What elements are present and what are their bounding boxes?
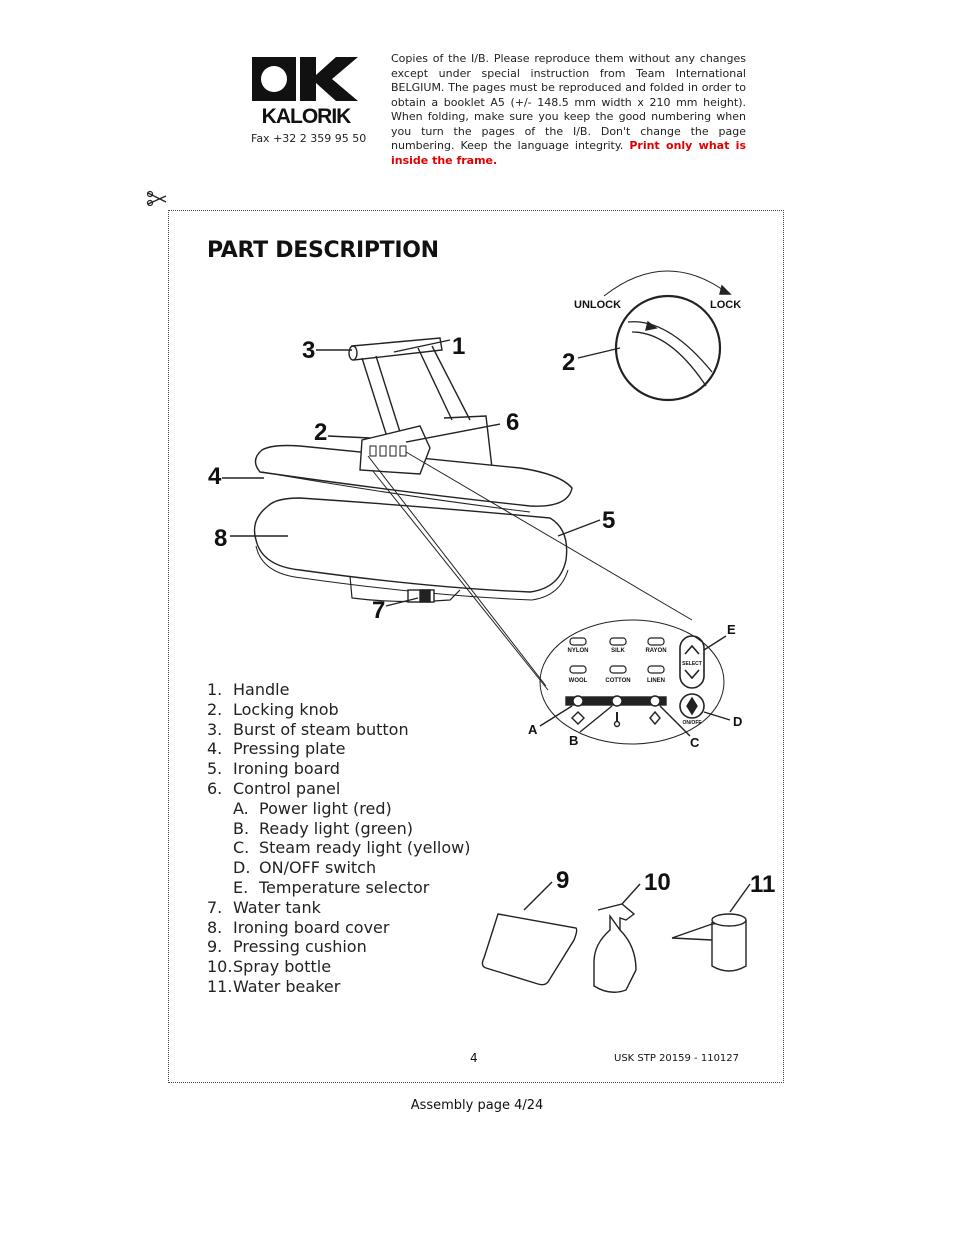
callout-4: 4 — [208, 463, 222, 490]
list-item: 11.Water beaker — [207, 976, 341, 996]
panel-letter-d: D — [733, 714, 742, 729]
locking-knob-detail — [577, 270, 732, 402]
sub-list-item: E.Temperature selector — [233, 877, 430, 897]
list-item: 10.Spray bottle — [207, 957, 332, 977]
list-item: 8.Ironing board cover — [207, 917, 390, 937]
callout-11: 11 — [750, 871, 775, 898]
panel-letter-e: E — [727, 622, 736, 637]
callout-2: 2 — [314, 419, 327, 446]
water-beaker-drawing — [671, 883, 751, 972]
page-number: 4 — [470, 1051, 478, 1065]
ironing-board-drawing — [253, 497, 568, 593]
callout-3: 3 — [302, 337, 315, 364]
knob-callout-2: 2 — [562, 349, 575, 376]
control-panel-drawing — [539, 619, 731, 745]
document-reference: USK STP 20159 - 110127 — [614, 1053, 740, 1064]
lock-label: LOCK — [710, 299, 741, 311]
pressing-cushion-drawing — [481, 881, 578, 986]
list-item: 2.Locking knob — [207, 699, 339, 719]
callout-8: 8 — [214, 525, 227, 552]
assembly-page: Assembly page 4/24 — [410, 1098, 544, 1113]
callout-10: 10 — [644, 869, 671, 896]
sub-list-item: B.Ready light (green) — [233, 818, 413, 838]
scissors-icon — [146, 190, 167, 207]
notice-highlight: Print only what is inside the frame. — [391, 139, 746, 167]
fax-number: Fax +32 2 359 95 50 — [251, 132, 367, 145]
callout-7: 7 — [372, 597, 385, 624]
list-item: 1.Handle — [207, 680, 290, 699]
panel-letter-a: A — [528, 722, 538, 737]
spray-bottle-drawing — [593, 883, 641, 993]
fabric-wool: WOOL — [569, 678, 588, 684]
print-frame — [168, 210, 784, 1083]
list-item: 5.Ironing board — [207, 759, 340, 779]
page-title: PART DESCRIPTION — [207, 238, 439, 263]
parts-list: 1.Handle 2.Locking knob 3.Burst of steam… — [207, 680, 470, 997]
callout-5: 5 — [602, 507, 615, 534]
select-label: SELECT — [682, 661, 702, 667]
callout-6: 6 — [506, 409, 519, 436]
panel-letter-b: B — [569, 733, 578, 748]
callout-1: 1 — [452, 333, 465, 360]
fabric-cotton: COTTON — [605, 678, 630, 684]
fabric-nylon: NYLON — [568, 648, 589, 654]
fabric-linen: LINEN — [647, 678, 665, 684]
fabric-rayon: RAYON — [645, 648, 666, 654]
sub-list-item: C.Steam ready light (yellow) — [233, 838, 471, 858]
unlock-label: UNLOCK — [574, 299, 621, 311]
sub-list-item: A.Power light (red) — [233, 798, 392, 818]
onoff-label: ON/OFF — [683, 720, 702, 726]
list-item: 3.Burst of steam button — [207, 719, 409, 739]
panel-letter-c: C — [690, 735, 700, 750]
fabric-silk: SILK — [611, 648, 625, 654]
brand-wordmark: KALORIK — [262, 105, 351, 127]
notice-text: Copies of the I/B. Please reproduce them… — [391, 52, 746, 152]
list-item: 7.Water tank — [207, 897, 321, 917]
list-item: 6.Control panel — [207, 778, 341, 798]
sub-list-item: D.ON/OFF switch — [233, 858, 377, 878]
callout-9: 9 — [556, 867, 569, 894]
reproduction-notice: Copies of the I/B. Please reproduce them… — [391, 52, 746, 168]
handle-drawing — [348, 337, 493, 469]
list-item: 9.Pressing cushion — [207, 937, 367, 957]
kalorik-logo: KALORIK — [252, 57, 358, 127]
list-item: 4.Pressing plate — [207, 739, 346, 759]
